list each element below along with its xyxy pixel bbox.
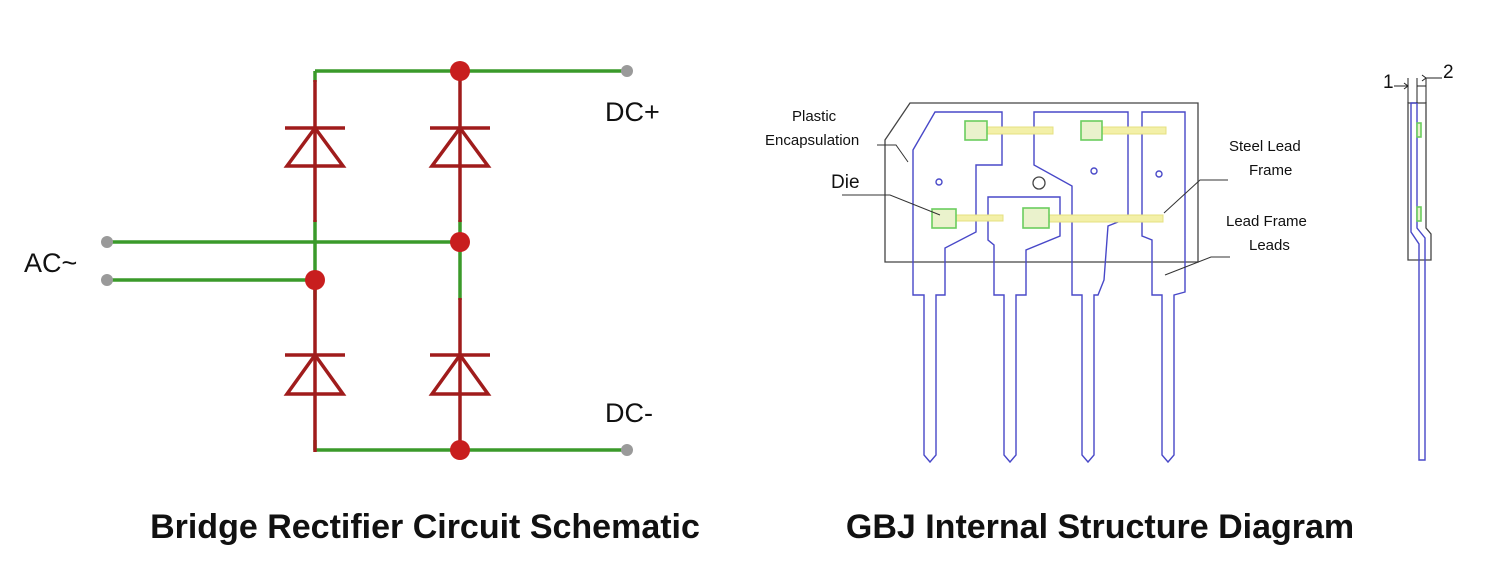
label-steel-2: Frame bbox=[1249, 162, 1292, 179]
diode-left-lower bbox=[283, 351, 347, 396]
wire-bond-2 bbox=[1099, 126, 1167, 135]
label-dim-1: 1 bbox=[1383, 72, 1394, 93]
gbj-side-view: 1 2 bbox=[1383, 62, 1454, 461]
label-ac: AC~ bbox=[24, 248, 77, 278]
bridge-rectifier-schematic: DC+ DC- AC~ Bridge Rectifier Circuit Sch… bbox=[24, 61, 700, 546]
dimension-arrow-2 bbox=[1421, 74, 1427, 82]
side-die-2 bbox=[1416, 206, 1422, 222]
side-lead-frame bbox=[1410, 102, 1426, 461]
diode-left-upper bbox=[283, 125, 347, 168]
leader-plastic bbox=[877, 144, 909, 163]
diode-right-lower bbox=[428, 351, 492, 396]
terminal-ac-2 bbox=[101, 274, 113, 286]
label-die: Die bbox=[831, 172, 860, 193]
leader-die bbox=[842, 194, 941, 216]
frame-hole-3 bbox=[1155, 170, 1163, 178]
label-steel-1: Steel Lead bbox=[1229, 138, 1301, 155]
wire-bond-1 bbox=[986, 126, 1054, 135]
mounting-hole bbox=[1032, 176, 1046, 190]
lead-frame-4 bbox=[1141, 111, 1186, 464]
label-dc-minus: DC- bbox=[605, 398, 653, 428]
frame-hole-1 bbox=[935, 178, 943, 186]
die-1 bbox=[964, 120, 988, 141]
diode-right-upper bbox=[428, 125, 492, 168]
label-dim-2: 2 bbox=[1443, 62, 1454, 83]
dimension-lines bbox=[1394, 77, 1442, 103]
die-3 bbox=[931, 208, 957, 229]
die-4 bbox=[1022, 207, 1050, 229]
label-plastic-1: Plastic bbox=[792, 108, 837, 125]
dimension-arrow-1 bbox=[1403, 82, 1409, 90]
junction-ac-2 bbox=[305, 270, 325, 290]
caption-structure: GBJ Internal Structure Diagram bbox=[846, 508, 1354, 546]
label-leads-1: Lead Frame bbox=[1226, 213, 1307, 230]
terminal-dc-minus bbox=[621, 444, 633, 456]
lead-frame-3 bbox=[1033, 111, 1129, 464]
gbj-structure-diagram: Plastic Encapsulation Die Steel Lead Fra… bbox=[765, 62, 1454, 546]
label-plastic-2: Encapsulation bbox=[765, 132, 859, 149]
lead-frame-1 bbox=[912, 111, 1003, 464]
wire-bond-3 bbox=[954, 214, 1004, 222]
label-leads-2: Leads bbox=[1249, 237, 1290, 254]
junction-dc-minus bbox=[450, 440, 470, 460]
leader-leads bbox=[1164, 256, 1230, 276]
plastic-encapsulation-outline bbox=[884, 102, 1199, 263]
caption-schematic: Bridge Rectifier Circuit Schematic bbox=[150, 508, 700, 546]
terminal-ac-1 bbox=[101, 236, 113, 248]
die-2 bbox=[1080, 120, 1103, 141]
terminal-dc-plus bbox=[621, 65, 633, 77]
label-dc-plus: DC+ bbox=[605, 97, 660, 127]
junction-dc-plus bbox=[450, 61, 470, 81]
leader-steel bbox=[1163, 179, 1228, 214]
wire-bond-4 bbox=[1044, 214, 1164, 223]
lead-frame-2 bbox=[987, 196, 1061, 464]
frame-hole-2 bbox=[1090, 167, 1098, 175]
junction-ac-1 bbox=[450, 232, 470, 252]
side-die-1 bbox=[1416, 122, 1422, 138]
